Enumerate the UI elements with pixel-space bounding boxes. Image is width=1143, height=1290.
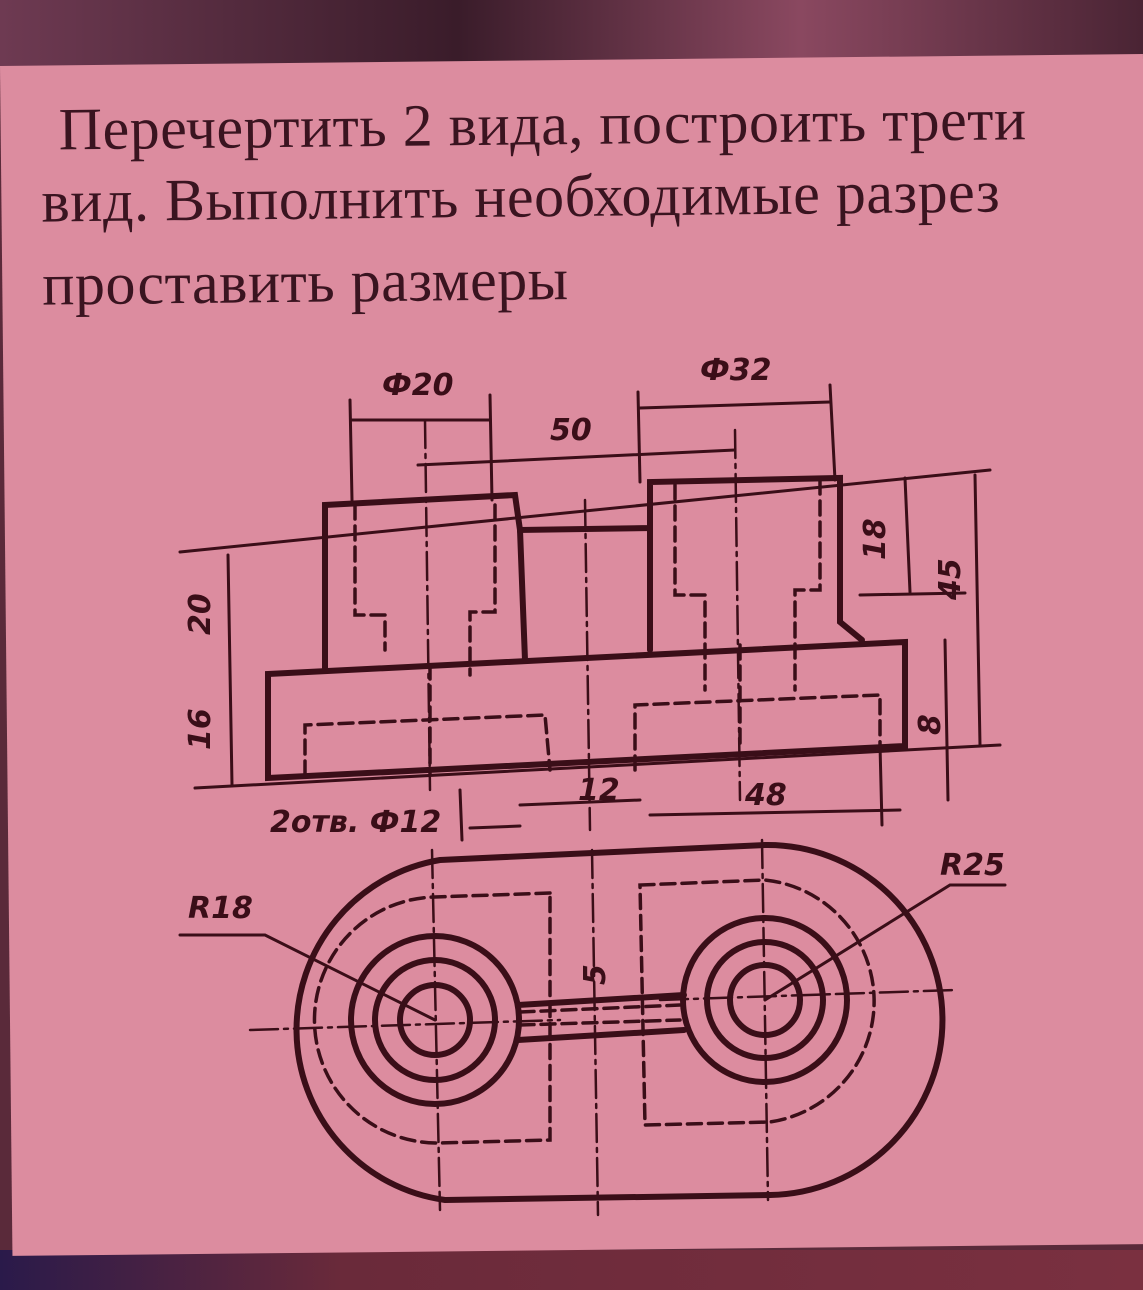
dim-height-16: 16 [183, 708, 218, 750]
dim-diameter-20: Ф20 [382, 368, 454, 403]
dim-height-20: 20 [183, 593, 218, 635]
dim-width-48: 48 [744, 778, 787, 813]
top-view-hidden [312, 878, 876, 1145]
photo-background-bottom [0, 1250, 1143, 1290]
dim-height-45: 45 [933, 558, 968, 601]
dim-radius-18: R18 [188, 891, 253, 926]
base-outline [265, 638, 908, 782]
front-view [265, 474, 908, 782]
dim-height-8: 8 [913, 714, 948, 735]
dim-width-5: 5 [578, 964, 613, 985]
dim-radius-25: R25 [940, 848, 1005, 883]
dim-height-18: 18 [858, 518, 893, 560]
dim-width-12: 12 [578, 773, 620, 808]
dimension-labels: Ф20 Ф32 50 18 45 20 16 8 2отв. Ф12 12 48… [183, 353, 1005, 985]
dim-holes: 2отв. Ф12 [270, 805, 441, 840]
leader-lines [178, 883, 1007, 1022]
dim-center-distance: 50 [550, 413, 592, 448]
top-view-center-lines [248, 838, 957, 1217]
hidden-lines [303, 478, 882, 777]
center-lines [423, 418, 742, 832]
dim-diameter-32: Ф32 [700, 353, 772, 388]
bosses-outline [322, 474, 865, 671]
dimension-lines [178, 383, 1002, 842]
